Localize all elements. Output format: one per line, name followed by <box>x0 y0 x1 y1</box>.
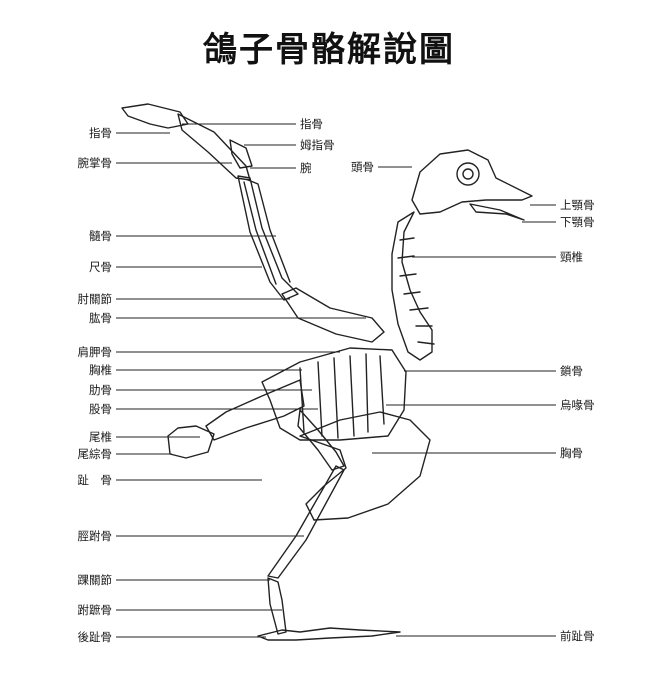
label-clavicle: 鎖骨 <box>560 364 583 378</box>
label-scapula: 肩胛骨 <box>77 345 113 359</box>
keel <box>299 411 431 521</box>
wing-hand <box>177 113 251 181</box>
label-skull: 頭骨 <box>351 160 374 174</box>
ribcage <box>261 347 407 441</box>
label-tibiotarsus: 脛跗骨 <box>77 529 113 543</box>
label-cervical-vertebrae: 頸椎 <box>560 250 583 264</box>
skull-shape <box>411 149 533 215</box>
eye-inner <box>462 168 474 180</box>
label-digit-left: 指骨 <box>89 126 112 140</box>
label-toe-left: 趾 骨 <box>77 473 113 487</box>
label-thoracic-vertebrae: 胸椎 <box>89 363 112 377</box>
label-radius: 髓骨 <box>89 229 112 243</box>
label-pygostyle: 尾綜骨 <box>77 447 113 461</box>
wing-forearm-line <box>243 181 277 285</box>
label-tarsometatarsus: 跗蹠骨 <box>77 603 113 617</box>
label-ankle-joint: 踝關節 <box>77 573 113 587</box>
label-elbow-joint: 肘關節 <box>77 292 113 306</box>
eye-orbit <box>456 162 480 186</box>
wing-forearm-outer <box>237 175 299 301</box>
label-upper-jaw: 上顎骨 <box>560 198 595 212</box>
foot <box>257 627 401 641</box>
label-lower-jaw: 下顎骨 <box>560 215 595 229</box>
tibiotarsus-bone <box>267 465 345 579</box>
tail <box>167 425 215 459</box>
label-hind-toe: 後趾骨 <box>77 630 113 644</box>
label-coracoid: 烏喙骨 <box>560 398 595 412</box>
wing-digits <box>121 103 189 129</box>
label-sternum: 胸骨 <box>560 446 583 460</box>
femur-bone <box>297 409 345 471</box>
label-ulna: 尺骨 <box>89 260 112 274</box>
label-caudal-vertebrae: 尾椎 <box>89 430 112 444</box>
tarsometatarsus-bone <box>267 577 287 635</box>
label-ribs: 肋骨 <box>89 383 112 397</box>
wing-forearm-inner <box>247 179 291 283</box>
label-humerus: 肱骨 <box>89 311 112 325</box>
label-digit-top: 指骨 <box>300 117 323 131</box>
page-title: 鴿子骨骼解說圖 <box>203 30 455 70</box>
label-femur: 股骨 <box>89 402 112 416</box>
label-thumb: 姆指骨 <box>300 138 335 152</box>
pelvis <box>205 379 305 441</box>
wing-upper <box>281 287 385 343</box>
beak-lower <box>469 203 525 221</box>
label-carpometacarpus: 腕掌骨 <box>77 156 113 170</box>
label-wrist: 腕 <box>300 161 312 175</box>
label-front-toe: 前趾骨 <box>560 629 595 643</box>
wing-thumb <box>229 139 253 169</box>
neck <box>391 211 433 361</box>
